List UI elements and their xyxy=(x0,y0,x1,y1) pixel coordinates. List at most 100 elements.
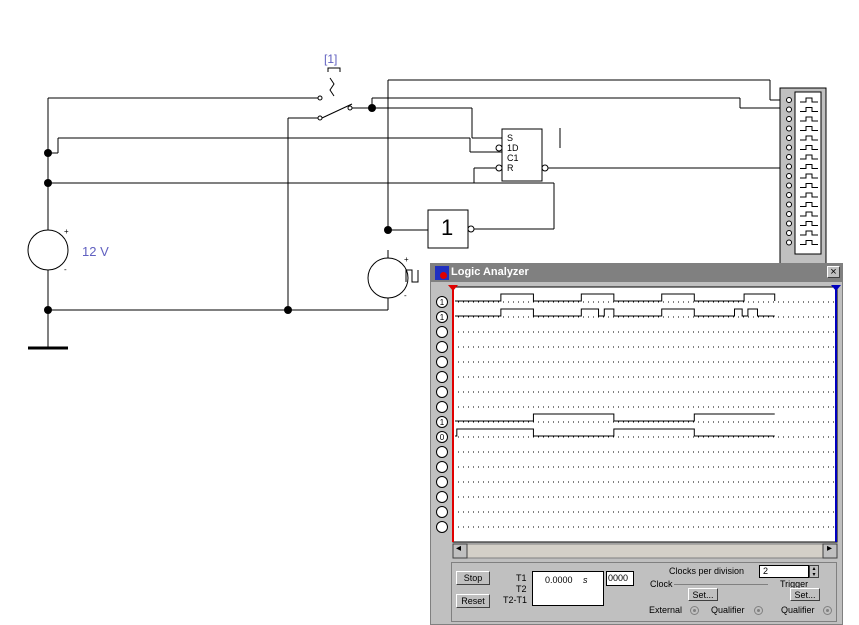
time-readout-field: 0.0000 s xyxy=(532,571,604,606)
strip-pin xyxy=(786,192,792,198)
close-button[interactable]: × xyxy=(827,266,840,278)
strip-wave-glyph xyxy=(800,164,818,169)
reset-button[interactable]: Reset xyxy=(456,594,490,608)
clock-qualifier-radio[interactable] xyxy=(754,606,763,615)
channel-terminal-label: 1 xyxy=(440,418,445,427)
cursor-1-marker[interactable] xyxy=(448,285,458,291)
svg-text:+: + xyxy=(404,255,409,264)
inverter-symbol xyxy=(427,209,475,249)
svg-text:-: - xyxy=(404,291,407,300)
svg-text:-: - xyxy=(64,265,67,274)
waveform-trace xyxy=(455,413,775,422)
strip-pin xyxy=(786,220,792,227)
clock-qualifier-label: Qualifier xyxy=(711,605,745,615)
external-label: External xyxy=(649,605,683,615)
channel-terminal xyxy=(436,461,448,473)
control-panel: Stop Reset T1 T2 T2-T1 0.0000 s 0000 Clo… xyxy=(451,562,837,622)
clock-source-symbol: + - xyxy=(367,255,419,300)
title-bar[interactable]: Logic Analyzer × xyxy=(431,264,842,282)
svg-text:+: + xyxy=(64,227,69,236)
strip-wave-glyph xyxy=(800,192,818,198)
clocks-per-division-value: 2 xyxy=(763,566,769,576)
flipflop-pin-1d: 1D xyxy=(507,143,519,153)
clock-group-divider xyxy=(674,584,768,585)
stop-button[interactable]: Stop xyxy=(456,571,490,585)
clocks-per-division-input[interactable]: 2 xyxy=(759,565,809,578)
channel-terminal xyxy=(436,296,448,308)
clocks-per-division-label: Clocks per division xyxy=(669,566,745,576)
strip-pin xyxy=(786,211,792,217)
channel-terminal xyxy=(436,431,448,443)
channel-terminal xyxy=(436,521,448,533)
strip-pin xyxy=(786,144,792,151)
flipflop-pin-c1: C1 xyxy=(507,153,519,163)
trigger-group-title: Trigger xyxy=(780,579,809,589)
strip-pin xyxy=(786,239,792,246)
strip-pin xyxy=(786,135,792,141)
strip-wave-glyph xyxy=(800,97,818,103)
t1-unit: s xyxy=(583,575,588,585)
t1-value: 0.0000 xyxy=(545,575,573,585)
waveform-trace xyxy=(455,293,776,302)
t2-t1-label: T2-T1 xyxy=(503,595,528,605)
strip-pin xyxy=(786,116,792,122)
cursor-2-marker[interactable] xyxy=(831,285,841,291)
trigger-set-button[interactable]: Set... xyxy=(790,588,820,601)
scroll-left-button[interactable] xyxy=(452,543,468,559)
scroll-left-icon: ◂ xyxy=(456,543,462,554)
channel-terminal-label: 1 xyxy=(440,298,445,307)
strip-pin xyxy=(786,97,792,103)
clocks-spinner[interactable]: ▴▾ xyxy=(809,565,819,578)
channel-terminal xyxy=(436,341,448,353)
analyzer-app-icon xyxy=(435,266,449,280)
strip-wave-glyph xyxy=(800,145,818,150)
strip-pin xyxy=(786,230,792,236)
channel-terminal xyxy=(436,416,448,428)
battery-voltage-label: 12 V xyxy=(82,244,109,259)
channel-terminal xyxy=(436,371,448,383)
trigger-qualifier-label: Qualifier xyxy=(781,605,815,615)
channel-terminal xyxy=(436,476,448,488)
strip-wave-glyph xyxy=(800,183,818,188)
battery-symbol: + - xyxy=(27,227,69,274)
horizontal-scrollbar[interactable] xyxy=(452,543,838,559)
flipflop-symbol xyxy=(495,128,549,182)
strip-wave-glyph xyxy=(800,154,818,160)
channel-terminal xyxy=(436,326,448,338)
clock-set-button[interactable]: Set... xyxy=(688,588,718,601)
scroll-right-button[interactable] xyxy=(822,543,838,559)
channel-terminal xyxy=(436,401,448,413)
trigger-qualifier-radio[interactable] xyxy=(823,606,832,615)
hex-readout-field: 0000 xyxy=(606,571,634,586)
external-radio[interactable] xyxy=(690,606,699,615)
strip-pin xyxy=(786,173,792,179)
strip-wave-glyph xyxy=(800,240,818,245)
clock-group-title: Clock xyxy=(650,579,673,589)
switch-key-label: [1] xyxy=(324,52,338,66)
strip-wave-glyph xyxy=(800,107,818,112)
strip-wave-glyph xyxy=(800,211,818,217)
channel-terminal xyxy=(436,386,448,398)
strip-wave-glyph xyxy=(800,230,818,236)
switch-symbol[interactable] xyxy=(317,67,353,121)
channel-terminal xyxy=(436,311,448,323)
strip-wave-glyph xyxy=(800,126,818,131)
window-title: Logic Analyzer xyxy=(451,266,529,278)
t1-label: T1 xyxy=(516,573,527,583)
strip-pin xyxy=(786,201,792,208)
strip-pin xyxy=(786,154,792,160)
channel-terminal xyxy=(436,446,448,458)
channel-terminal-label: 0 xyxy=(440,433,445,442)
flipflop-pin-r: R xyxy=(507,163,514,173)
channel-terminal-label: 1 xyxy=(440,313,445,322)
channel-terminal xyxy=(436,356,448,368)
strip-pin xyxy=(786,163,792,170)
strip-wave-glyph xyxy=(800,135,818,141)
strip-wave-glyph xyxy=(800,202,818,207)
t2-label: T2 xyxy=(516,584,527,594)
waveform-trace xyxy=(455,428,775,437)
waveform-display: 1 1 1 0 xyxy=(436,285,841,559)
strip-pin xyxy=(786,106,792,113)
